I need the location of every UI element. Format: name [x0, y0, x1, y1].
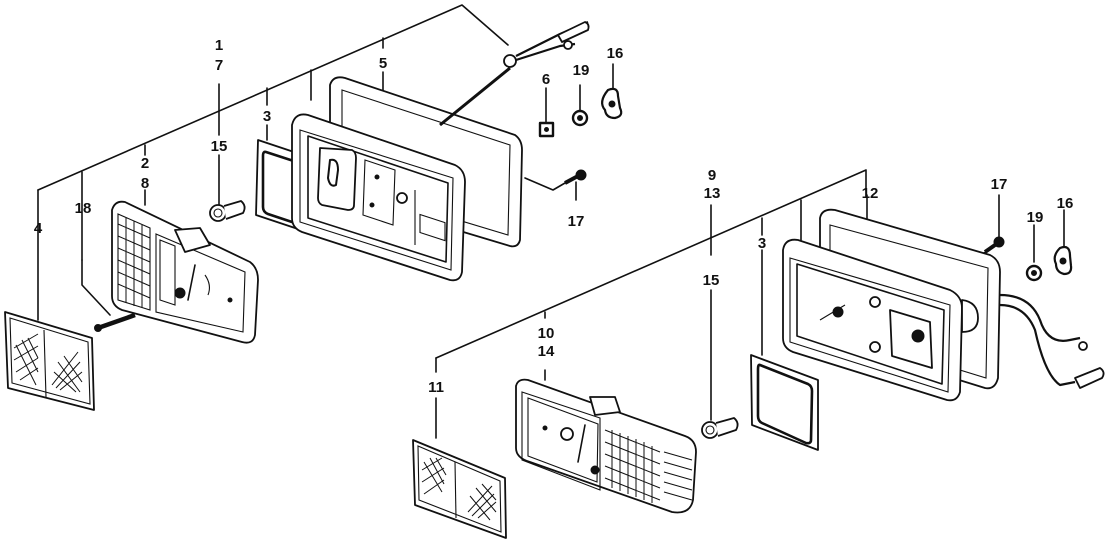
lamp-housing-5 [291, 20, 590, 282]
callout-3-upper: 3 [263, 108, 271, 125]
callout-18: 18 [75, 200, 92, 217]
callout-19-upper: 19 [573, 62, 590, 79]
lens-assembly-14 [515, 378, 697, 514]
callout-1: 1 [215, 37, 223, 54]
callout-4: 4 [34, 220, 43, 237]
leader-17a-screw [524, 177, 566, 191]
callout-19-lower: 19 [1027, 209, 1044, 226]
upper-left-assembly: 1 7 15 2 8 3 4 18 5 6 19 16 17 [4, 4, 624, 411]
callout-7: 7 [215, 57, 223, 74]
screw-17-upper [564, 169, 587, 185]
callout-13: 13 [704, 185, 721, 202]
callout-9: 9 [708, 167, 716, 184]
callout-17-lower: 17 [991, 176, 1008, 193]
leader-18-angled [81, 259, 111, 316]
wing-nut-16-lower [1053, 245, 1073, 276]
callout-15-upper: 15 [211, 138, 228, 155]
bulb-15-lower [701, 417, 739, 439]
callout-6: 6 [542, 71, 550, 88]
reflector-lens-4 [4, 311, 95, 411]
lamp-housing-12 [782, 208, 1105, 402]
callout-17-upper: 17 [568, 213, 585, 230]
washer-19-upper [571, 109, 589, 127]
callout-10: 10 [538, 325, 555, 342]
callout-2: 2 [141, 155, 149, 172]
screw-18 [94, 312, 136, 332]
callout-14: 14 [538, 343, 555, 360]
screw-17-lower [983, 236, 1005, 254]
leader-main-left [37, 4, 509, 191]
lower-right-assembly: 9 13 15 3 12 17 19 16 10 14 11 [412, 167, 1105, 539]
wing-nut-16-upper [601, 87, 623, 120]
callout-16-upper: 16 [607, 45, 624, 62]
callout-5: 5 [379, 55, 387, 72]
square-nut-6 [538, 121, 555, 138]
callout-3-lower: 3 [758, 235, 766, 252]
lens-assembly-8 [111, 200, 259, 344]
callout-8: 8 [141, 175, 149, 192]
reflector-lens-11 [412, 439, 507, 539]
bulb-15-upper [209, 200, 246, 222]
callout-16-lower: 16 [1057, 195, 1074, 212]
callout-12: 12 [862, 185, 879, 202]
callout-15-lower: 15 [703, 272, 720, 289]
leader-main-right [435, 169, 867, 359]
callout-11: 11 [428, 379, 444, 396]
gasket-3-lower [750, 354, 819, 451]
washer-19-lower [1025, 264, 1043, 282]
